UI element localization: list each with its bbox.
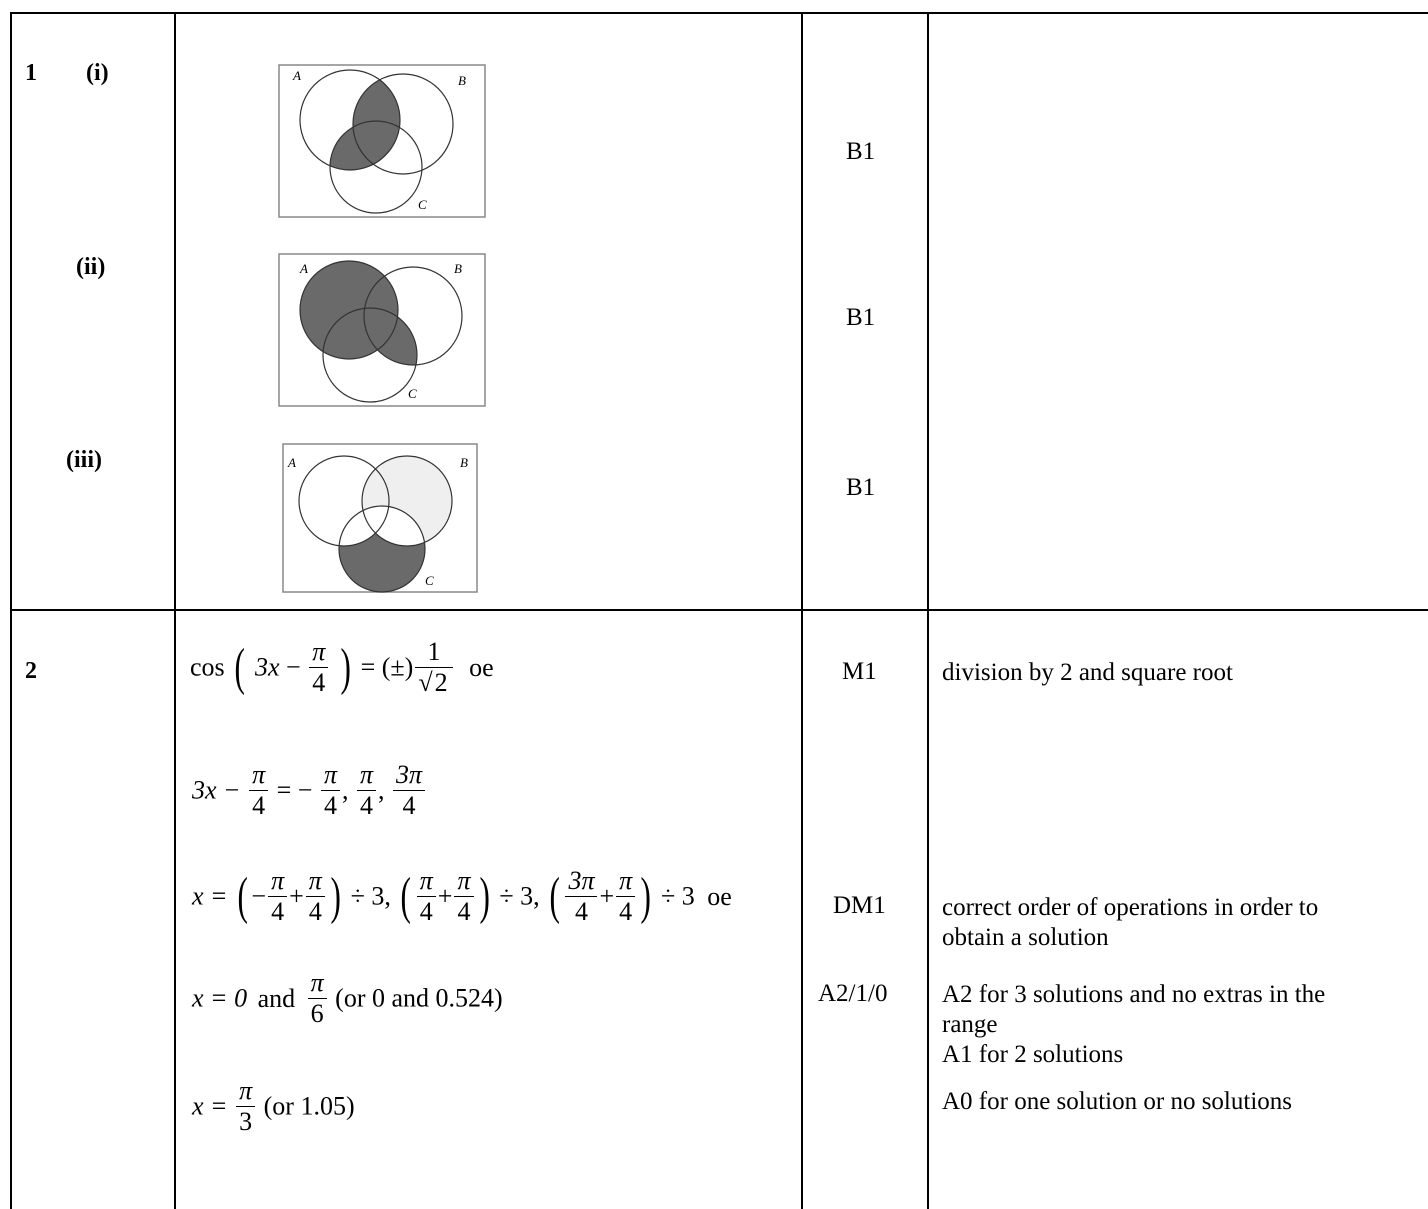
mark: DM1 — [833, 892, 886, 919]
part-label: (ii) — [76, 254, 106, 280]
mark: B1 — [846, 304, 876, 331]
set-label-b: B — [458, 73, 466, 88]
set-label-b: B — [454, 261, 462, 276]
question-number: 1 — [25, 60, 37, 86]
venn-diagram-i: A B C — [278, 64, 486, 218]
guidance-text: A1 for 2 solutions — [942, 1041, 1124, 1068]
column-divider-1 — [174, 12, 176, 1209]
mark: B1 — [846, 138, 876, 165]
part-label: (iii) — [66, 447, 102, 473]
set-label-a: A — [287, 455, 296, 470]
mark: A2/1/0 — [818, 980, 888, 1007]
set-label-b: B — [460, 455, 468, 470]
set-label-c: C — [408, 386, 417, 401]
guidance-text: division by 2 and square root — [942, 659, 1233, 686]
column-divider-3 — [927, 12, 929, 1209]
column-divider-2 — [801, 12, 803, 1209]
guidance-text: range — [942, 1011, 998, 1038]
set-label-a: A — [292, 68, 301, 83]
guidance-text: A0 for one solution or no solutions — [942, 1088, 1292, 1115]
guidance-text: correct order of operations in order to — [942, 894, 1319, 921]
table-row-divider — [10, 609, 1428, 611]
guidance-text: A2 for 3 solutions and no extras in the — [942, 981, 1326, 1008]
guidance-text: obtain a solution — [942, 924, 1109, 951]
set-label-c: C — [418, 197, 427, 212]
venn-diagram-iii: A B C — [282, 443, 478, 593]
part-label: (i) — [86, 60, 109, 86]
set-label-c: C — [425, 573, 434, 588]
table-left-border — [10, 12, 12, 1209]
mark: B1 — [846, 474, 876, 501]
question-number: 2 — [25, 658, 37, 684]
venn-diagram-ii: A B C — [278, 253, 486, 407]
table-top-border — [10, 12, 1428, 14]
mark: M1 — [842, 658, 877, 685]
set-label-a: A — [299, 261, 308, 276]
